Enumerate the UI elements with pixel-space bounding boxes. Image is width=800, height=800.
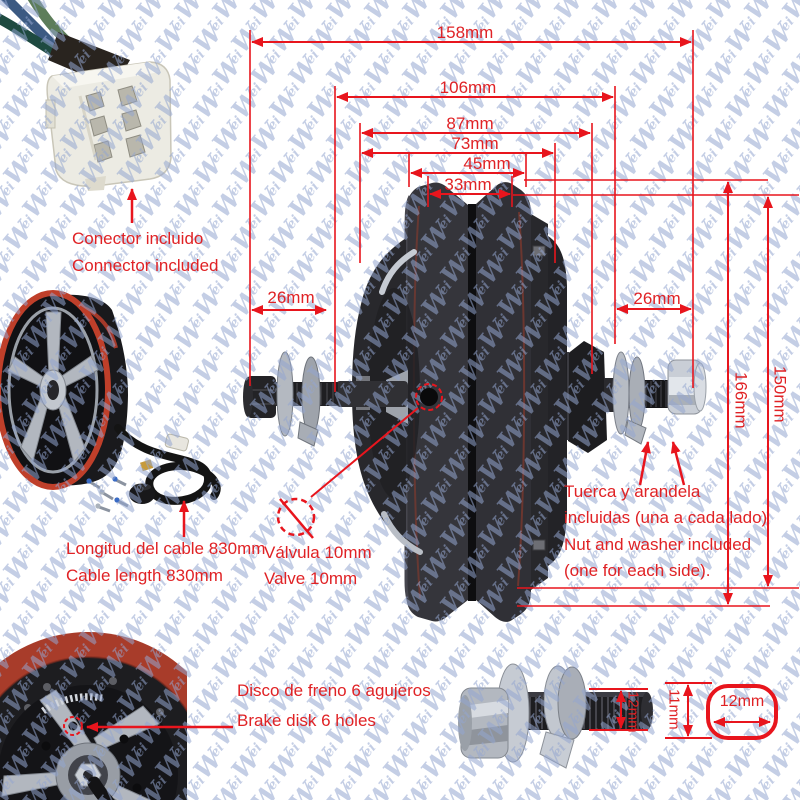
rubber-cap-top xyxy=(133,483,151,491)
valve-note-es: Válvula 10mm xyxy=(264,543,372,562)
dim-166-label: 166mm xyxy=(731,372,751,429)
connector-top-face xyxy=(52,62,160,88)
connector-groove xyxy=(78,95,98,161)
nut-note-line4: (one for each side). xyxy=(564,561,711,580)
axle-cross-section-outline xyxy=(706,684,778,740)
wheel-hub-center xyxy=(47,380,59,400)
right-mount-block xyxy=(566,341,607,453)
nut-note-line2: incluidas (una a cada lado) xyxy=(564,508,768,527)
dim-150-label: 150mm xyxy=(770,366,790,423)
flange-bolt-top xyxy=(532,245,546,257)
rim-red-pinstripe-right xyxy=(517,211,526,587)
connector-foot xyxy=(85,176,106,191)
left-axle-nut xyxy=(246,376,276,418)
valve-note-en: Valve 10mm xyxy=(264,569,358,588)
washer-arrow xyxy=(638,441,651,486)
connector-note-en: Connector included xyxy=(72,256,219,275)
connector-body xyxy=(46,61,172,187)
dim-158-label: 158mm xyxy=(436,23,494,42)
right-nut-end xyxy=(693,362,707,412)
dim-cross-12-label: 12mm xyxy=(719,693,765,710)
extension-lines xyxy=(249,30,799,739)
cover-silver-arc-top xyxy=(379,249,417,295)
motor-photo xyxy=(243,182,707,622)
drum-bolt-1 xyxy=(43,683,51,691)
right-thread-lines xyxy=(645,381,667,407)
valve-leader-line xyxy=(310,407,419,498)
left-washer-tab xyxy=(297,421,319,447)
dim-26-right-label: 26mm xyxy=(633,289,681,308)
wheel-silver-ring xyxy=(7,306,99,474)
dim-thread-12-label: 12mm xyxy=(624,691,642,733)
hub-drum-edge xyxy=(0,656,187,713)
valve-symbol-slash xyxy=(279,498,314,539)
connector-pins xyxy=(85,85,146,163)
hub-center-hole xyxy=(83,770,93,780)
leader-arrows xyxy=(86,188,686,732)
bolt-nut-facet-dark xyxy=(462,725,508,746)
left-flat-washer xyxy=(276,351,294,437)
right-washer-tab xyxy=(624,419,647,445)
drum-bolt-3 xyxy=(156,708,164,716)
flange-bolt-bottom xyxy=(532,539,546,551)
bolt-nut-facet-bright xyxy=(462,700,508,719)
nut-note-line1: Tuerca y arandela xyxy=(564,482,701,501)
brake-note-en: Brake disk 6 holes xyxy=(237,711,376,730)
cable-note-es: Longitud del cable 830mm xyxy=(66,539,266,558)
dim-73-label: 73mm xyxy=(451,134,499,153)
motor-rim-right-half xyxy=(476,182,531,622)
motor-cable-coil xyxy=(114,424,221,505)
connector-photo xyxy=(0,0,172,191)
wheel-photo xyxy=(0,290,221,513)
blue-wire xyxy=(0,0,62,54)
cover-silver-arc-bottom xyxy=(381,511,423,555)
hub-knurl-arc xyxy=(40,693,103,714)
valve-hole xyxy=(420,388,438,406)
motor-rim-split xyxy=(468,204,476,601)
nut-note-line3: Nut and washer included xyxy=(564,535,752,554)
dimension-lines xyxy=(251,37,773,737)
cable-note-en: Cable length 830mm xyxy=(66,566,223,585)
dim-87-label: 87mm xyxy=(446,114,494,133)
nut-arrow xyxy=(670,441,686,486)
left-axle-shaft xyxy=(336,381,408,407)
dim-45-label: 45mm xyxy=(463,154,511,173)
valve-symbol-circle xyxy=(276,497,316,537)
left-nut-end xyxy=(243,377,253,417)
valve-callout xyxy=(276,383,443,539)
right-nut-facet-dark xyxy=(669,395,701,405)
bolt-end-cap xyxy=(641,692,653,730)
brake-holes xyxy=(39,721,142,800)
bolt-nut-end xyxy=(458,695,472,751)
wheel-spokes xyxy=(7,311,99,464)
cable-tie xyxy=(140,459,154,472)
motor-rim-left-half xyxy=(406,182,468,622)
brake-note-es: Disco de freno 6 agujeros xyxy=(237,681,431,700)
bolt-lock-tab xyxy=(539,731,575,769)
small-screws xyxy=(86,476,129,513)
dim-33-label: 33mm xyxy=(444,175,492,194)
connector-note-es: Conector incluido xyxy=(72,229,204,248)
connector-latch xyxy=(45,99,56,129)
drum-bolt-2 xyxy=(109,677,117,685)
valve-dashed-circle xyxy=(415,383,443,411)
brake-hole-dashed-circle xyxy=(63,716,83,736)
dim-flat-11-label: 11mm xyxy=(665,689,683,730)
dim-26-left-label: 26mm xyxy=(267,288,315,307)
dim-106-label: 106mm xyxy=(439,78,497,97)
motor-inner-drum xyxy=(548,236,567,566)
cable-connector-tip xyxy=(164,433,189,452)
motor-right-flange xyxy=(531,214,548,590)
hub-cable-stub xyxy=(87,776,115,800)
